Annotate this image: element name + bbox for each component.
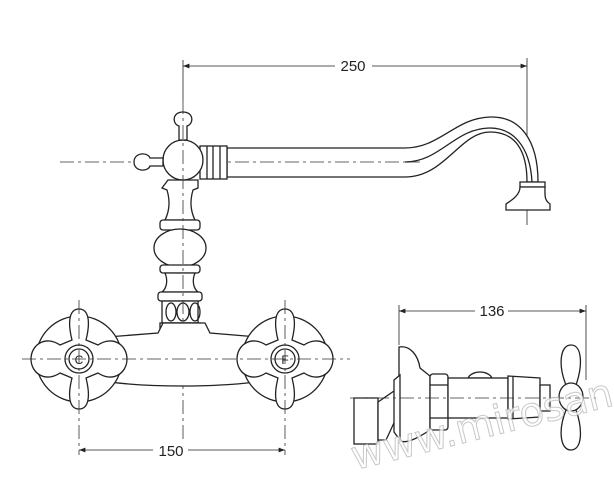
side-knob [133, 153, 164, 171]
spout [60, 116, 551, 211]
dimension-136: 136 [398, 303, 587, 380]
dimension-150: 150 [79, 443, 285, 460]
dimension-label-250: 250 [340, 58, 365, 75]
side-view [350, 344, 600, 451]
dimension-label-136: 136 [479, 303, 504, 320]
column [133, 100, 207, 440]
mixer-body [94, 322, 271, 387]
dimension-250: 250 [182, 58, 528, 225]
dimension-label-150: 150 [158, 443, 183, 460]
